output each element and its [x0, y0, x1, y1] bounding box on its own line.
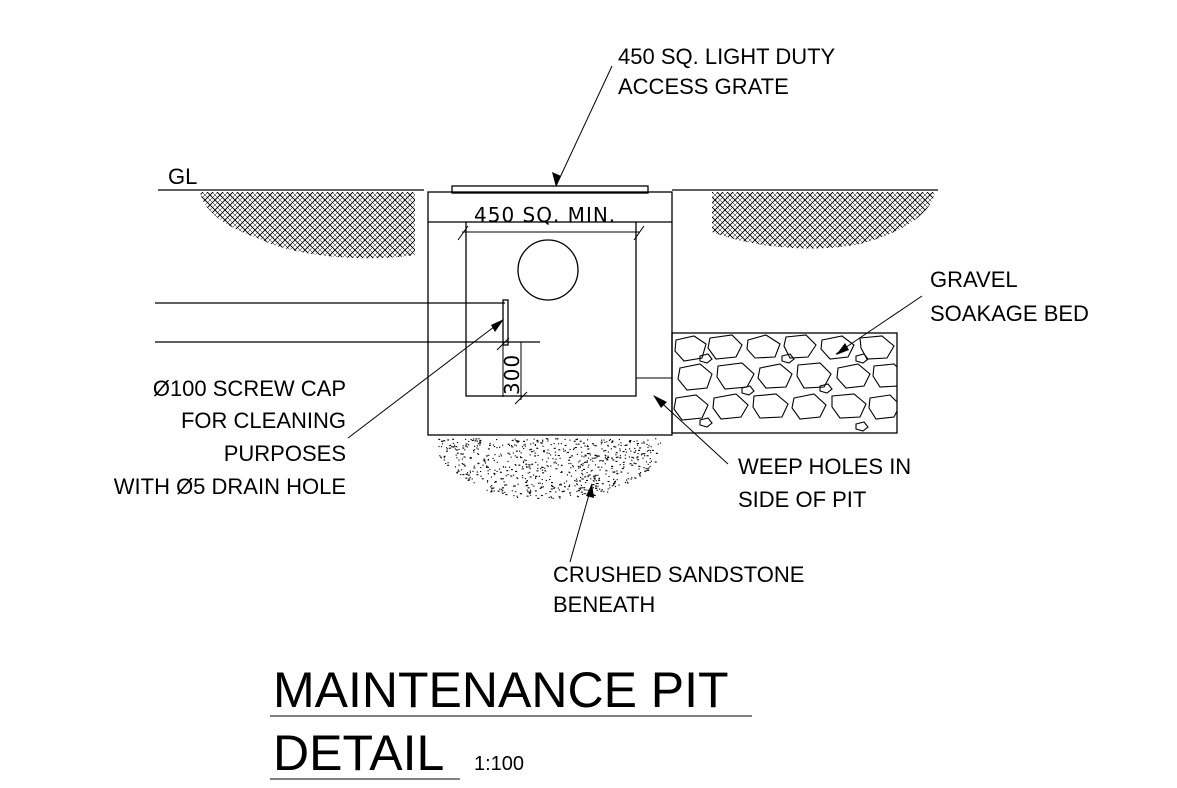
- soil-hatch-left: [200, 192, 415, 259]
- gravel-label-line2: SOAKAGE BED: [930, 301, 1089, 326]
- weep-label-line1: WEEP HOLES IN: [738, 454, 911, 479]
- weep-label-line2: SIDE OF PIT: [738, 487, 866, 512]
- title-line2: DETAIL: [273, 725, 444, 781]
- inlet-pipe: [155, 299, 540, 346]
- grate-label-line1: 450 SQ. LIGHT DUTY: [618, 44, 836, 69]
- cap-label-line4: WITH Ø5 DRAIN HOLE: [114, 474, 346, 499]
- leader-grate: [552, 65, 613, 187]
- cap-label-line2: FOR CLEANING: [181, 408, 346, 433]
- grate-label-line2: ACCESS GRATE: [618, 74, 789, 99]
- pit-width-label: 450 SQ. MIN.: [474, 203, 616, 227]
- height-dimension: [496, 337, 528, 405]
- pit-width-dimension: [457, 225, 645, 241]
- outlet-opening: [517, 239, 579, 301]
- sandstone-label-line1: CRUSHED SANDSTONE: [553, 562, 804, 587]
- gravel-label-line1: GRAVEL: [930, 267, 1018, 292]
- leader-sandstone: [569, 483, 594, 563]
- access-grate: [451, 185, 649, 194]
- soil-hatch-right: [712, 192, 935, 249]
- leader-gravel: [835, 295, 923, 355]
- sandstone-label-line2: BENEATH: [553, 592, 655, 617]
- cap-label-line1: Ø100 SCREW CAP: [153, 376, 346, 401]
- gravel-soakage-bed: [671, 332, 898, 434]
- cap-label-line3: PURPOSES: [224, 441, 346, 466]
- ground-level-label: GL: [168, 164, 197, 189]
- title-line1: MAINTENANCE PIT: [273, 662, 729, 718]
- height-label: 300: [500, 354, 524, 395]
- sandstone-stipple: [438, 438, 662, 499]
- pit-wall: [427, 191, 673, 436]
- scale-label: 1:100: [474, 753, 524, 775]
- leader-screw-cap: [347, 319, 504, 439]
- leader-weep-holes: [653, 395, 729, 465]
